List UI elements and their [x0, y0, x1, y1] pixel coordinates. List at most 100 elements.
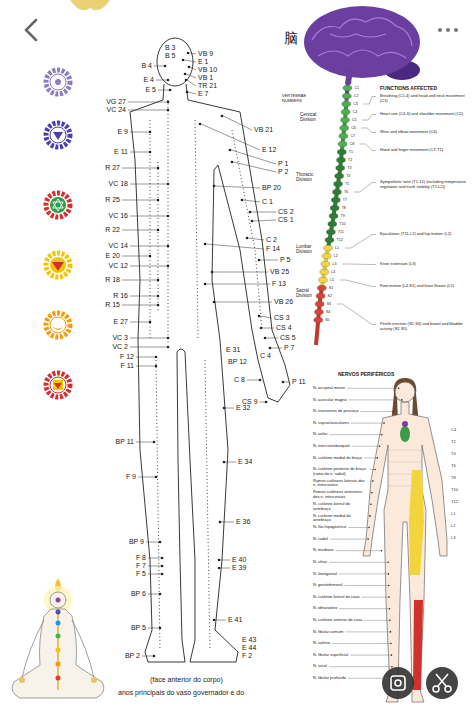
point-label: VB 25 [270, 268, 289, 276]
nerve-branch [354, 183, 376, 193]
point-dot [167, 79, 170, 82]
leader-line [122, 168, 157, 169]
point-label: F 13 [272, 280, 286, 288]
nerve-label: N. supraclaviculares [313, 421, 349, 426]
point-dot [374, 469, 376, 471]
point-dot [392, 678, 394, 680]
point-dot [369, 515, 371, 517]
leader-line [146, 542, 159, 543]
dermatome-label: T12 [451, 500, 458, 505]
leader-line [215, 302, 272, 303]
nerve-label: N. cutâneo lateral do antebraço [313, 502, 368, 511]
leader-line [352, 446, 379, 447]
nerve-label: N. ulnar [313, 560, 327, 565]
vertebra-label: S1 [329, 286, 333, 290]
point-dot [149, 151, 152, 154]
chakra-symbol [46, 253, 70, 277]
point-dot [398, 388, 400, 390]
vertebra-label: T5 [345, 182, 349, 186]
point-label: VB 26 [274, 298, 293, 306]
vertebra-shape [328, 221, 337, 227]
point-label: E 44 [242, 644, 256, 652]
vertebra-label: T2 [348, 158, 352, 162]
point-dot [187, 52, 190, 55]
nerve-label: N. fibular comum [313, 630, 343, 635]
vertebra-label: T4 [346, 174, 350, 178]
point-dot [246, 237, 249, 240]
vertebra-label: L5 [330, 278, 334, 282]
leader-line [148, 574, 161, 575]
point-dot [164, 65, 167, 68]
meridian-line [232, 130, 262, 330]
scissors-button [426, 667, 458, 699]
point-label: E 20 [106, 252, 120, 260]
function-label: Knee extension (L3) [380, 262, 416, 267]
meditating-figure [56, 662, 61, 667]
vertebra-shape [314, 317, 323, 323]
leader-line [130, 216, 167, 217]
leader-line [138, 477, 155, 478]
point-dot [153, 655, 156, 658]
point-dot [391, 654, 393, 656]
nerve-label: N. mediano [313, 548, 333, 553]
point-dot [211, 271, 214, 274]
vertebra-shape [337, 149, 346, 155]
leader-line [266, 338, 278, 339]
leader-line [201, 124, 260, 150]
point-dot [167, 245, 170, 248]
point-dot [204, 283, 207, 286]
point-label: F 14 [266, 245, 280, 253]
point-label: E 40 [232, 556, 246, 564]
point-label: BP 5 [131, 624, 146, 632]
point-label: E 1 [198, 58, 209, 66]
leader-line [335, 550, 380, 551]
function-label: Sympathetic tone (T1-12) (including temp… [380, 180, 472, 189]
vertebra-label: S3 [327, 302, 331, 306]
leader-line [251, 212, 276, 213]
vertebra-label: S4 [326, 310, 330, 314]
scissors-button [436, 674, 448, 686]
point-dot [155, 356, 158, 359]
chinese-label: 脑 [284, 30, 298, 46]
nerve-label: N. safeno [313, 641, 330, 646]
point-dot [389, 608, 391, 610]
point-dot [390, 631, 392, 633]
vertebra-label: T10 [339, 222, 345, 226]
brain-illustration [304, 6, 420, 78]
chakra-symbol [46, 313, 70, 337]
chakra-symbol [50, 257, 66, 273]
nerve-label: N. ilioinguinal [313, 572, 337, 577]
leader-line [184, 60, 196, 62]
lens-button [382, 667, 414, 699]
point-label: VB 1 [198, 74, 213, 82]
point-dot [213, 185, 216, 188]
leader-line [136, 366, 155, 367]
vertebra-shape [331, 197, 340, 203]
chakra-symbol [54, 383, 62, 389]
point-label: E 41 [228, 616, 242, 624]
vertebra-label: S5 [325, 318, 329, 322]
point-label: R 15 [105, 301, 120, 309]
point-dot [167, 265, 170, 268]
point-label: E 11 [114, 148, 128, 156]
point-dot [188, 66, 191, 69]
leader-line [284, 382, 290, 383]
leader-line [158, 90, 169, 91]
nerve-label: N. intercostobraquial [313, 444, 350, 449]
leader-line [156, 80, 167, 81]
meditating-figure [44, 586, 72, 614]
leader-line [370, 481, 372, 482]
point-dot [161, 565, 164, 568]
vertebra-label: T8 [342, 206, 346, 210]
point-dot [223, 407, 226, 410]
function-label: Foot motion (L4-S1) and knee flexion (L5… [380, 284, 454, 289]
vertebra-shape [338, 141, 347, 147]
point-dot [376, 457, 378, 459]
meditating-figure [56, 621, 61, 626]
point-label: E 5 [145, 86, 156, 94]
point-dot [372, 480, 374, 482]
vertebra-label: T7 [343, 198, 347, 202]
leader-line [221, 522, 234, 523]
